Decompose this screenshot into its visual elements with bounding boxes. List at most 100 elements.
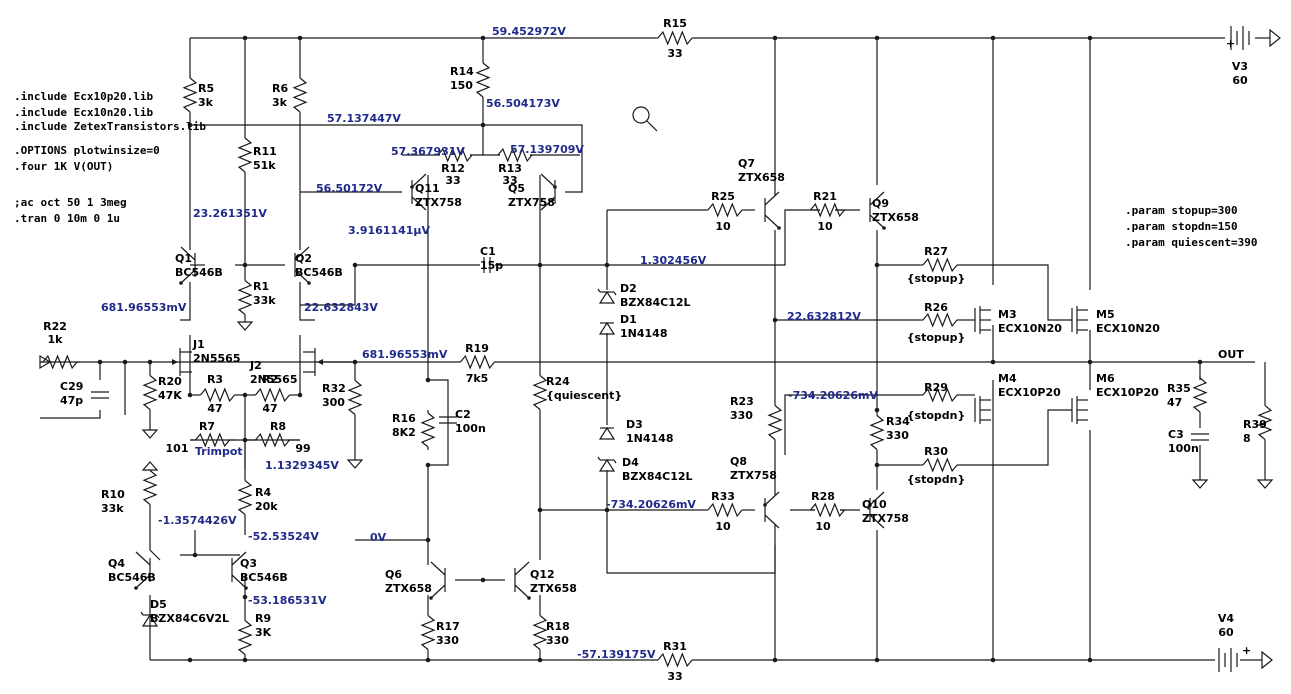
transistor-q2[interactable] — [294, 246, 311, 285]
resistor-r9[interactable] — [237, 620, 253, 655]
resistor-r16[interactable] — [420, 410, 436, 450]
transistor-q6[interactable] — [429, 561, 446, 600]
transistor-part: BC546B — [175, 266, 223, 279]
transistor-q12[interactable] — [514, 561, 531, 600]
resistor-r11[interactable] — [237, 135, 253, 175]
node-voltage-label: 57.137447V — [327, 112, 401, 125]
resistor-r35[interactable] — [1192, 375, 1208, 415]
resistor-r30[interactable] — [920, 457, 960, 473]
resistor-ref: R13 — [498, 162, 522, 175]
junction-dot — [874, 35, 880, 41]
resistor-r13[interactable] — [497, 147, 533, 163]
voltage-source-v4[interactable] — [1218, 648, 1238, 672]
transistor-q1[interactable] — [179, 246, 196, 285]
resistor-r32[interactable] — [347, 380, 363, 415]
transistor-q8[interactable] — [763, 491, 780, 529]
resistor-value: 3K — [255, 626, 272, 639]
resistor-r4[interactable] — [237, 480, 253, 515]
voltage-source-v3[interactable] — [1230, 26, 1250, 50]
jfet-part: 2N5565 — [250, 373, 297, 386]
resistor-value: 20k — [255, 500, 278, 513]
resistor-r12[interactable] — [437, 147, 473, 163]
resistor-value: {quiescent} — [546, 389, 622, 402]
junction-dot — [1087, 359, 1093, 365]
resistor-r33[interactable] — [705, 502, 745, 518]
transistor-q9[interactable] — [869, 191, 886, 230]
resistor-r31[interactable] — [655, 652, 695, 668]
resistor-r18[interactable] — [532, 615, 548, 650]
capacitor-c3[interactable] — [1191, 433, 1209, 441]
resistor-r34[interactable] — [869, 410, 885, 455]
diode-d1[interactable] — [598, 321, 616, 335]
diode-ref: D4 — [622, 456, 639, 469]
junction-dot — [97, 359, 103, 365]
mosfet-m3[interactable] — [974, 306, 991, 334]
junction-dot — [480, 122, 486, 128]
ground-symbol — [141, 429, 159, 439]
transistor-ref: Q6 — [385, 568, 402, 581]
transistor-q4[interactable] — [134, 551, 151, 590]
transistor-q5[interactable] — [540, 173, 557, 211]
resistor-ref: R22 — [43, 320, 67, 333]
junction-dot — [990, 359, 996, 365]
capacitor-c29[interactable] — [91, 391, 109, 399]
junction-dot — [604, 262, 610, 268]
resistor-r19[interactable] — [460, 354, 495, 370]
transistor-q10[interactable] — [868, 491, 885, 529]
diode-d4[interactable] — [597, 456, 617, 472]
node-voltage-label: 681.96553mV — [101, 301, 187, 314]
resistor-r15[interactable] — [655, 30, 695, 46]
resistor-r2[interactable] — [245, 387, 300, 403]
resistor-r21[interactable] — [810, 202, 845, 218]
resistor-r26[interactable] — [920, 312, 960, 328]
resistor-r7[interactable] — [190, 432, 235, 448]
transistor-ref: Q7 — [738, 157, 755, 170]
transistor-q7[interactable] — [764, 191, 781, 230]
node-voltage-label: -52.53524V — [248, 530, 319, 543]
diode-d3[interactable] — [598, 426, 616, 440]
resistor-r17[interactable] — [420, 615, 436, 650]
wire — [606, 470, 776, 574]
resistor-ref: R32 — [322, 382, 346, 395]
resistor-r29[interactable] — [920, 387, 960, 403]
resistor-r39[interactable] — [1257, 405, 1273, 440]
resistor-r20[interactable] — [142, 375, 158, 410]
wires — [40, 35, 1270, 663]
resistor-r6[interactable] — [292, 70, 308, 120]
resistor-r3[interactable] — [190, 387, 245, 403]
capacitor-c2[interactable] — [439, 416, 457, 424]
resistor-r10[interactable] — [142, 470, 158, 505]
node-voltage-label: 56.504173V — [486, 97, 560, 110]
resistor-r28[interactable] — [810, 502, 845, 518]
jfet-j1[interactable] — [172, 348, 192, 376]
diode-d2[interactable] — [597, 288, 617, 304]
spice-param: .param stopdn=150 — [1125, 220, 1238, 233]
resistor-r1[interactable] — [237, 280, 253, 315]
ground-symbol — [1256, 479, 1274, 489]
transistor-q11[interactable] — [410, 173, 427, 211]
node-voltage-label: 0V — [370, 531, 387, 544]
resistor-ref: R7 — [199, 420, 215, 433]
resistor-r14[interactable] — [475, 60, 491, 100]
net-label-out: OUT — [1218, 348, 1244, 361]
jfet-j2[interactable] — [303, 348, 323, 376]
resistor-ref: R17 — [436, 620, 460, 633]
diode-d5[interactable] — [140, 611, 160, 627]
resistor-r24[interactable] — [532, 375, 548, 410]
junction-dot — [990, 657, 996, 663]
mosfet-m6[interactable] — [1071, 396, 1088, 424]
capacitor-c1[interactable] — [483, 257, 491, 273]
transistor-q3[interactable] — [231, 551, 248, 590]
resistor-r8[interactable] — [245, 432, 300, 448]
resistor-ref: R27 — [924, 245, 948, 258]
resistor-r23[interactable] — [767, 405, 783, 440]
resistor-r27[interactable] — [920, 257, 960, 273]
resistor-r25[interactable] — [705, 202, 745, 218]
mosfet-m4[interactable] — [974, 396, 991, 424]
mosfet-m5[interactable] — [1071, 306, 1088, 334]
node-voltage-label: -53.186531V — [248, 594, 327, 607]
resistor-r5[interactable] — [182, 70, 198, 120]
source-ref: V4 — [1218, 612, 1235, 625]
wire — [784, 394, 920, 455]
